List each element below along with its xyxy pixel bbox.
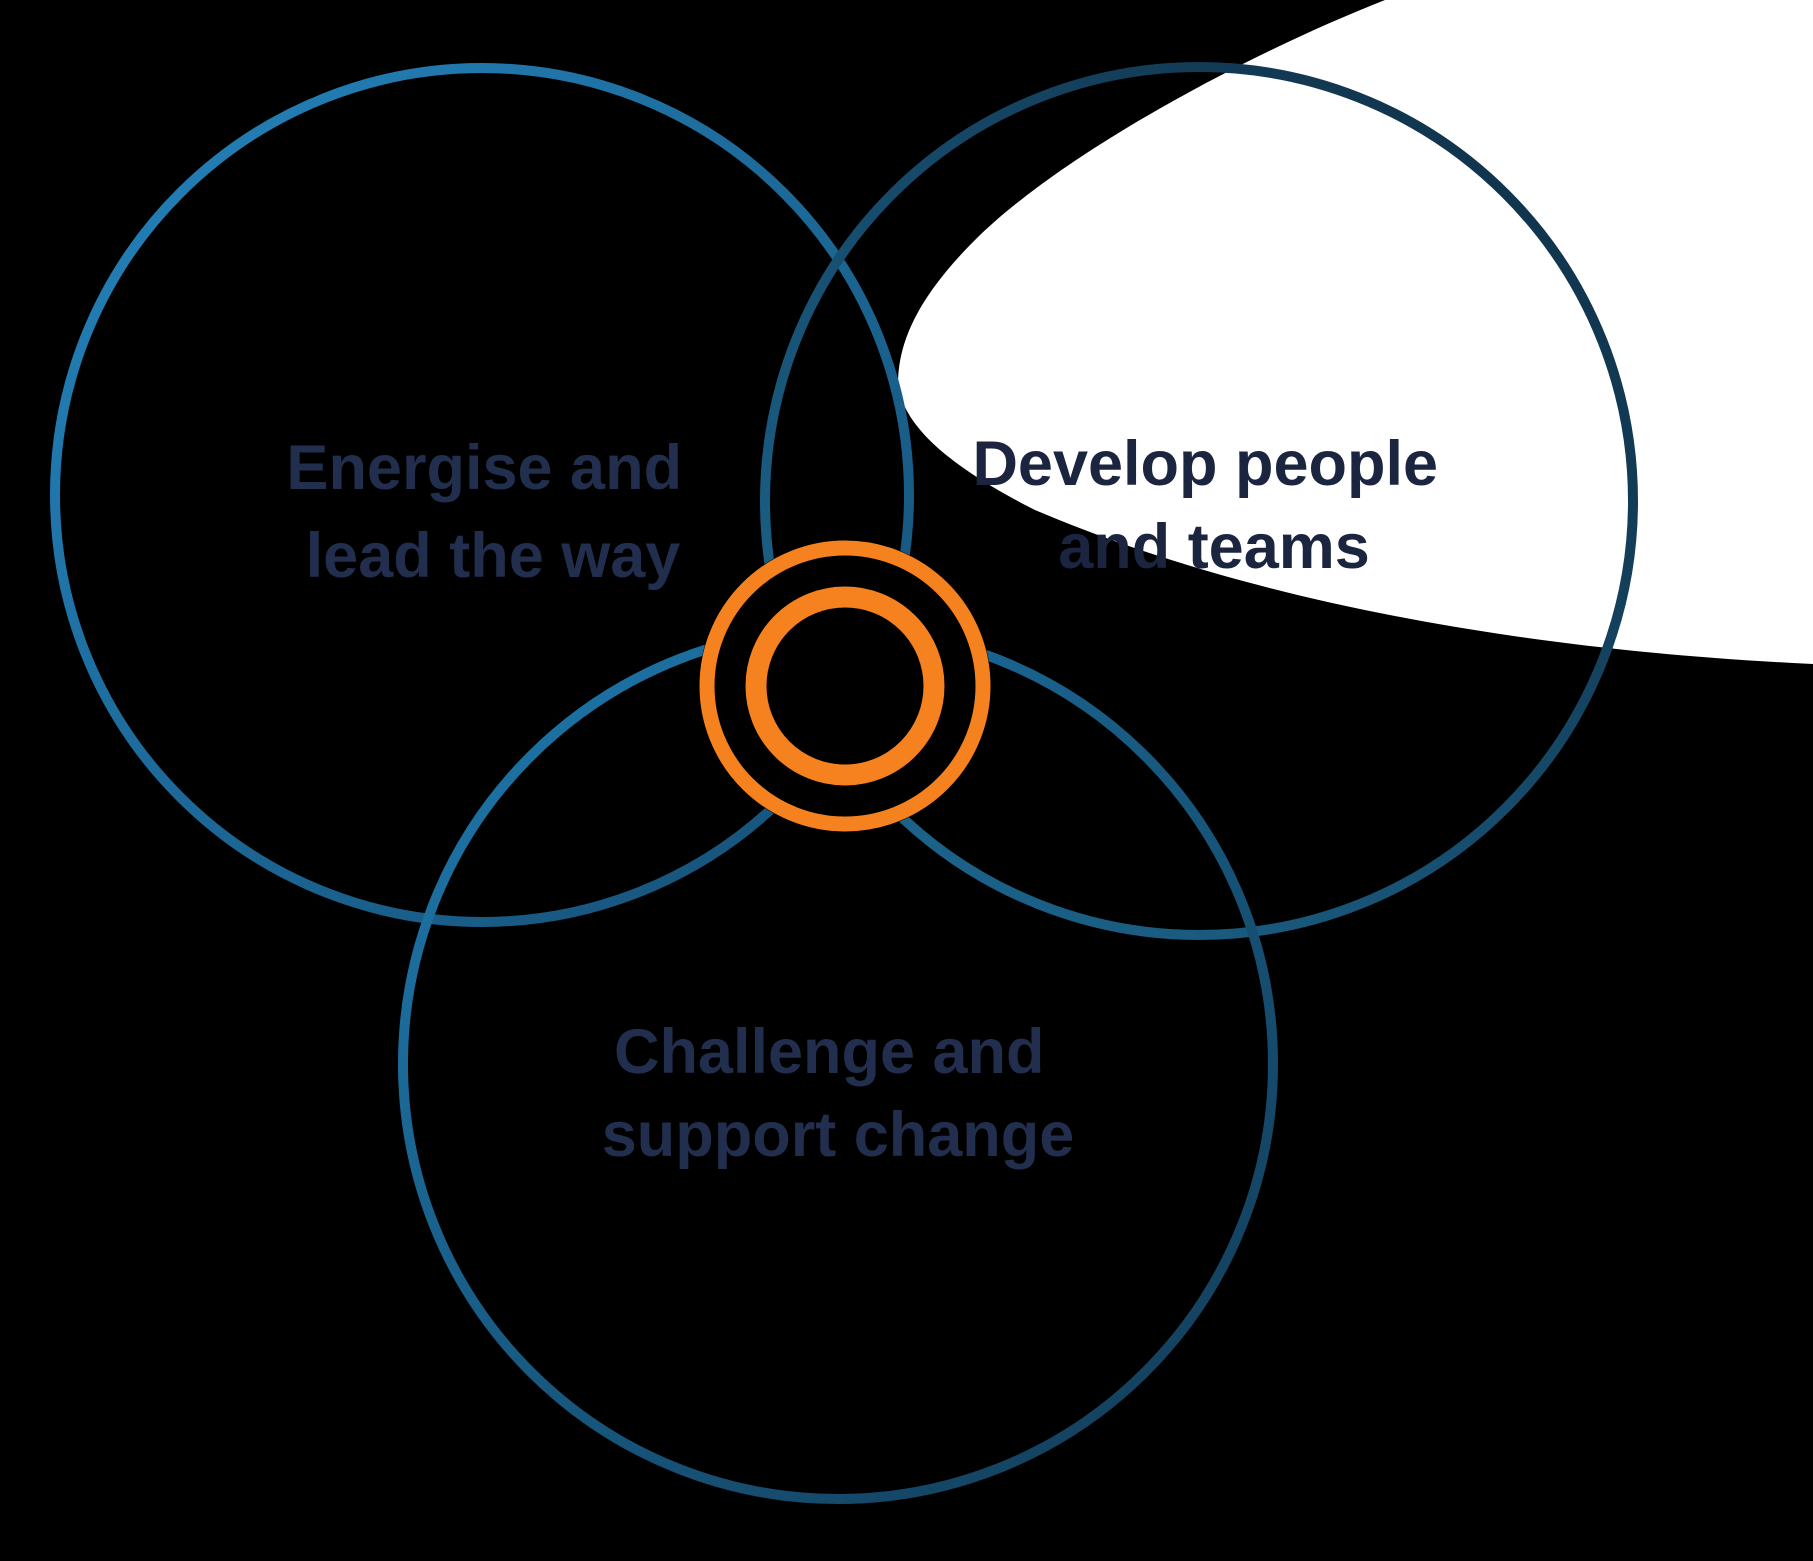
highlight-blob xyxy=(898,0,1813,664)
label-energise-line2: lead the way xyxy=(306,521,681,591)
bullseye-outer-ring xyxy=(699,540,991,832)
bullseye-middle-ring xyxy=(745,586,945,786)
label-challenge-line2: support change xyxy=(602,1100,1075,1170)
label-challenge: Challenge and support change xyxy=(602,1017,1075,1170)
circle-energise xyxy=(50,63,914,927)
label-develop: Develop people and teams xyxy=(972,429,1455,582)
label-energise-line1: Energise and xyxy=(286,433,682,503)
label-challenge-line1: Challenge and xyxy=(614,1017,1045,1087)
bullseye-center-dot xyxy=(789,630,901,742)
bullseye-target-icon xyxy=(699,540,991,832)
label-energise: Energise and lead the way xyxy=(286,433,699,591)
label-develop-line1: Develop people xyxy=(972,429,1438,499)
label-develop-line2: and teams xyxy=(1058,512,1370,582)
circle-develop xyxy=(760,62,1638,940)
